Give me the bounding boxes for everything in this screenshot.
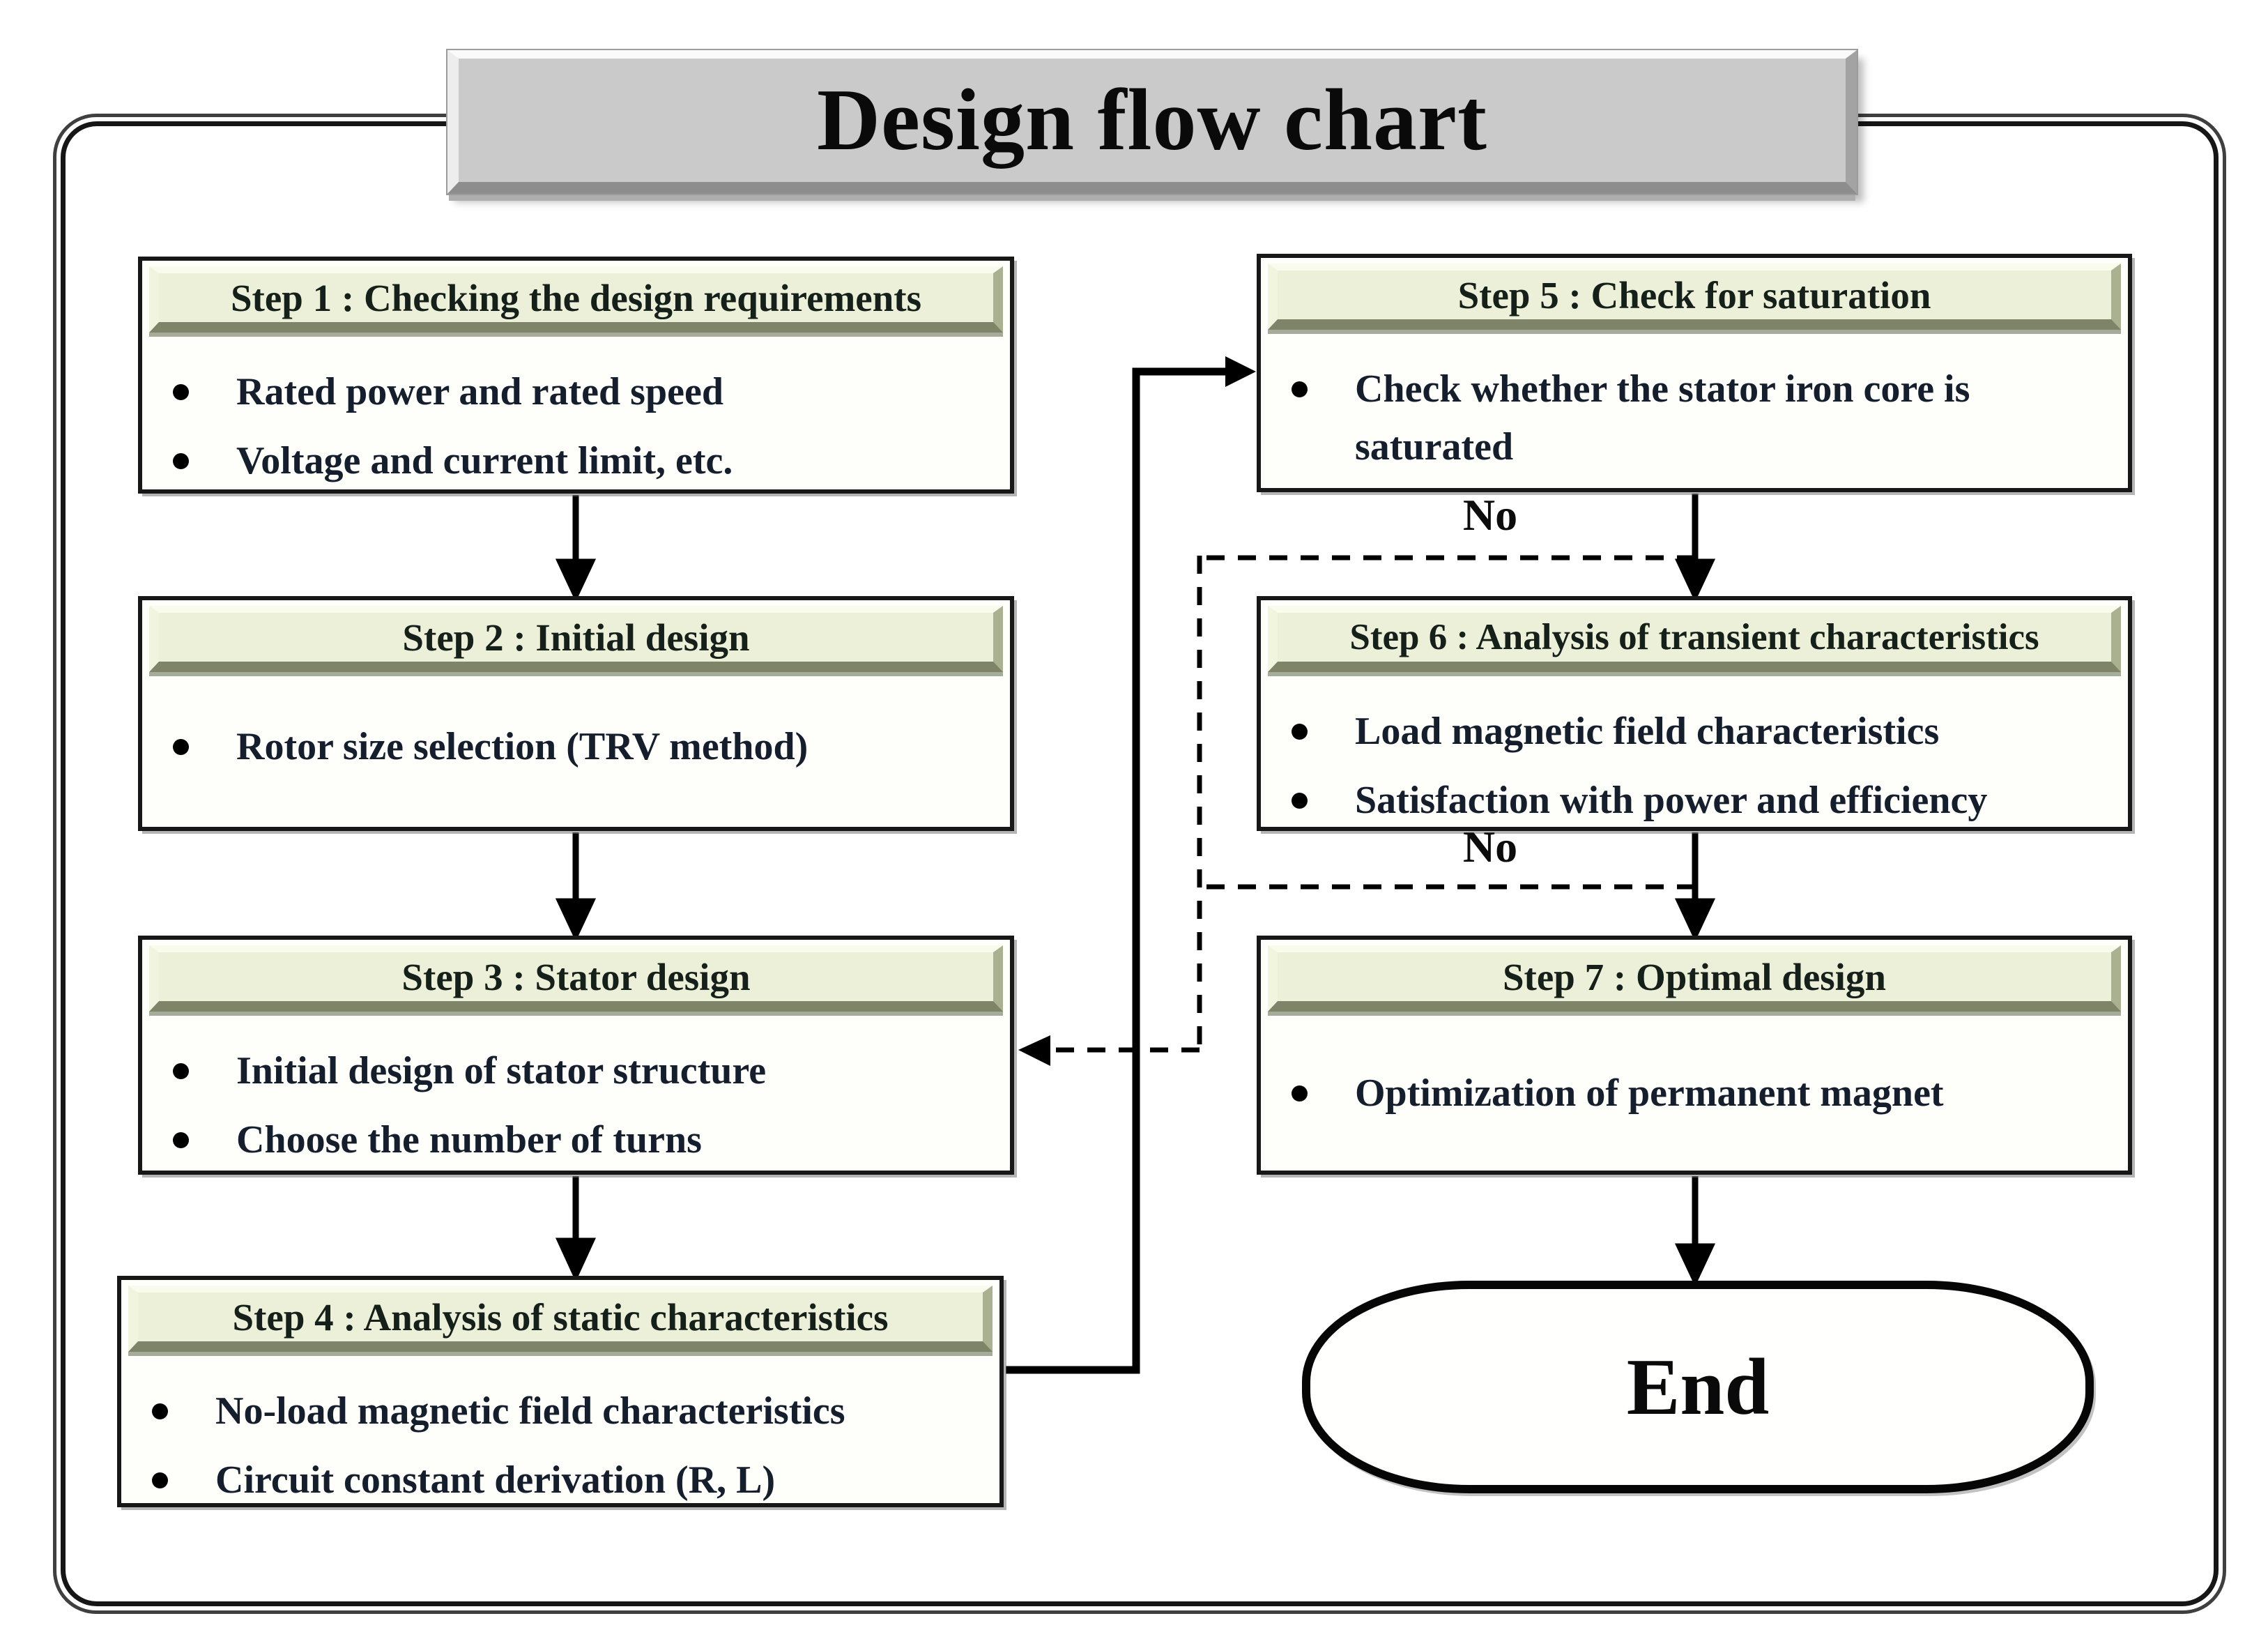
bullet-text: Circuit constant derivation (R, L) — [215, 1458, 776, 1502]
step-2-header: Step 2 : Initial design — [149, 606, 1003, 672]
list-item: Voltage and current limit, etc. — [173, 432, 985, 490]
step-3-header: Step 3 : Stator design — [149, 945, 1003, 1012]
step-1-header-label: Step 1 : Checking the design requirement… — [230, 276, 922, 319]
list-item: Rotor size selection (TRV method) — [173, 718, 985, 776]
list-item: Check whether the stator iron core is sa… — [1292, 360, 2103, 476]
step-6-header-label: Step 6 : Analysis of transient character… — [1349, 617, 2039, 657]
list-item: Initial design of stator structure — [173, 1042, 985, 1100]
bullet-dot-icon — [1292, 724, 1308, 740]
end-label: End — [1626, 1342, 1770, 1431]
step-2-body: Rotor size selection (TRV method) — [142, 672, 1010, 776]
bullet-text: Voltage and current limit, etc. — [236, 439, 733, 482]
list-item: Rated power and rated speed — [173, 363, 985, 421]
end-node: End — [1302, 1281, 2094, 1493]
bullet-text: Rotor size selection (TRV method) — [236, 725, 809, 768]
step-3-box: Step 3 : Stator design Initial design of… — [138, 936, 1014, 1175]
step-5-header: Step 5 : Check for saturation — [1268, 264, 2121, 330]
step-6-body: Load magnetic field characteristics Sati… — [1261, 672, 2128, 830]
no-label-after-step6: No — [1462, 822, 1518, 871]
step-1-body: Rated power and rated speed Voltage and … — [142, 333, 1010, 490]
bullet-dot-icon — [152, 1403, 168, 1419]
bullet-dot-icon — [1292, 381, 1308, 397]
title-banner: Design flow chart — [446, 49, 1858, 195]
list-item: Choose the number of turns — [173, 1111, 985, 1169]
list-item: Circuit constant derivation (R, L) — [152, 1451, 974, 1509]
bullet-text: Initial design of stator structure — [236, 1049, 767, 1092]
step-3-body: Initial design of stator structure Choos… — [142, 1012, 1010, 1169]
step-3-header-label: Step 3 : Stator design — [401, 955, 751, 998]
bullet-dot-icon — [173, 1063, 189, 1079]
bullet-dot-icon — [173, 384, 189, 400]
step-4-header: Step 4 : Analysis of static characterist… — [128, 1286, 993, 1352]
step-1-box: Step 1 : Checking the design requirement… — [138, 257, 1014, 494]
step-6-box: Step 6 : Analysis of transient character… — [1257, 596, 2132, 831]
step-7-box: Step 7 : Optimal design Optimization of … — [1257, 936, 2132, 1175]
step-4-body: No-load magnetic field characteristics C… — [121, 1352, 999, 1509]
bullet-text: Rated power and rated speed — [236, 370, 723, 413]
bullet-dot-icon — [173, 739, 189, 755]
step-7-header-label: Step 7 : Optimal design — [1502, 955, 1887, 998]
list-item: No-load magnetic field characteristics — [152, 1382, 974, 1440]
step-7-header: Step 7 : Optimal design — [1268, 945, 2121, 1012]
step-5-header-label: Step 5 : Check for saturation — [1457, 273, 1931, 317]
list-item: Optimization of permanent magnet — [1292, 1065, 2103, 1122]
step-2-box: Step 2 : Initial design Rotor size selec… — [138, 596, 1014, 831]
step-6-header: Step 6 : Analysis of transient character… — [1268, 606, 2121, 672]
page-title: Design flow chart — [817, 71, 1487, 169]
bullet-dot-icon — [1292, 792, 1308, 809]
list-item: Load magnetic field characteristics — [1292, 703, 2103, 761]
step-2-header-label: Step 2 : Initial design — [402, 616, 750, 659]
step-4-header-label: Step 4 : Analysis of static characterist… — [232, 1295, 889, 1339]
list-item: Satisfaction with power and efficiency — [1292, 772, 2103, 830]
bullet-text: Satisfaction with power and efficiency — [1355, 778, 1988, 822]
bullet-text: Load magnetic field characteristics — [1355, 710, 1940, 753]
bullet-text: No-load magnetic field characteristics — [215, 1389, 845, 1433]
step-4-box: Step 4 : Analysis of static characterist… — [117, 1276, 1004, 1507]
bullet-text: Choose the number of turns — [236, 1118, 702, 1161]
bullet-dot-icon — [173, 452, 189, 469]
bullet-dot-icon — [1292, 1085, 1308, 1102]
step-7-body: Optimization of permanent magnet — [1261, 1012, 2128, 1122]
bullet-text: Check whether the stator iron core is sa… — [1355, 367, 1970, 468]
step-5-body: Check whether the stator iron core is sa… — [1261, 330, 2128, 476]
bullet-text: Optimization of permanent magnet — [1355, 1072, 1944, 1115]
step-1-header: Step 1 : Checking the design requirement… — [149, 266, 1003, 333]
bullet-dot-icon — [152, 1472, 168, 1488]
step-5-box: Step 5 : Check for saturation Check whet… — [1257, 254, 2132, 492]
bullet-dot-icon — [173, 1131, 189, 1148]
no-label-after-step5: No — [1462, 490, 1518, 540]
